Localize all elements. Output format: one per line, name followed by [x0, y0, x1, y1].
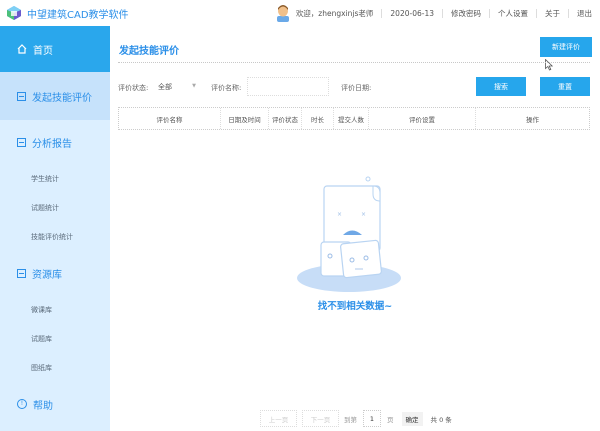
column-header: 时长: [302, 108, 334, 129]
sidebar-item-question-library[interactable]: 试题库: [31, 334, 52, 343]
empty-state-message: 找不到相关数据~: [317, 301, 393, 312]
divider: [489, 8, 490, 18]
reset-button[interactable]: 重置: [540, 77, 590, 96]
search-button[interactable]: 搜索: [476, 77, 526, 96]
sidebar-section-resources[interactable]: 资源库: [0, 251, 110, 295]
sidebar-section-report[interactable]: 分析报告: [0, 120, 110, 164]
current-date: 2020-06-13: [390, 8, 434, 18]
column-header: 评价设置: [369, 108, 476, 129]
pagination: 上一页 下一页 到第 1 页 确定 共 0 条: [260, 410, 452, 427]
new-evaluation-button[interactable]: 新建评价: [540, 37, 592, 57]
divider: [118, 62, 590, 63]
evaluation-table-header: 评价名称 日期及时间 评价状态 时长 提交人数 评价设置 操作: [118, 107, 590, 130]
total-count: 共 0 条: [430, 415, 452, 424]
status-filter-label: 评价状态:: [118, 84, 149, 92]
mouse-cursor-icon: [545, 59, 553, 71]
report-icon: [17, 137, 26, 147]
empty-state-illustration: × ×: [297, 176, 401, 292]
document-icon: [17, 91, 26, 101]
column-header: 提交人数: [334, 108, 369, 129]
library-icon: [17, 268, 26, 278]
sidebar-item-start-evaluation[interactable]: 发起技能评价: [0, 72, 110, 120]
avatar[interactable]: [276, 4, 290, 22]
logout-link[interactable]: 退出: [577, 8, 592, 18]
status-select-value: 全部: [158, 83, 172, 91]
change-password-link[interactable]: 修改密码: [451, 8, 481, 18]
personal-settings-link[interactable]: 个人设置: [498, 8, 528, 18]
logo-icon: [7, 6, 21, 20]
sidebar-item-label: 首页: [33, 45, 53, 57]
help-icon: !: [17, 399, 27, 409]
sidebar: 首页 发起技能评价 分析报告 学生统计 试题统计 技能评价统计 资源库 微课库 …: [0, 26, 110, 431]
date-input[interactable]: [375, 77, 463, 96]
page-number-input[interactable]: 1: [363, 410, 381, 427]
sidebar-item-label: 帮助: [33, 400, 53, 412]
name-input[interactable]: [247, 77, 329, 96]
sidebar-item-microcourse-library[interactable]: 微课库: [31, 305, 52, 314]
next-page-button[interactable]: 下一页: [302, 410, 339, 427]
sidebar-item-student-stats[interactable]: 学生统计: [31, 174, 59, 183]
status-select[interactable]: 全部 ▼: [154, 79, 198, 95]
sidebar-item-skill-stats[interactable]: 技能评价统计: [31, 232, 73, 241]
sidebar-item-question-stats[interactable]: 试题统计: [31, 203, 59, 212]
logo: 中望建筑CAD教学软件: [6, 5, 129, 21]
sidebar-item-label: 发起技能评价: [32, 92, 92, 104]
main-content: 发起技能评价 新建评价 评价状态: 全部 ▼ 评价名称: 评价日期: 搜索 重置…: [110, 26, 600, 431]
divider: [536, 8, 537, 18]
page-suffix: 页: [387, 415, 394, 424]
sidebar-item-help[interactable]: ! 帮助: [0, 382, 110, 426]
date-filter-label: 评价日期:: [341, 84, 372, 92]
page-title: 发起技能评价: [119, 46, 179, 57]
svg-text:×: ×: [337, 211, 342, 218]
home-icon: [17, 44, 27, 54]
sidebar-item-label: 分析报告: [32, 138, 72, 150]
column-header: 评价状态: [269, 108, 302, 129]
goto-label: 到第: [344, 415, 357, 424]
column-header: 日期及时间: [221, 108, 269, 129]
app-title: 中望建筑CAD教学软件: [27, 9, 129, 21]
user-menu: 欢迎，zhengxinjs老师 2020-06-13 修改密码 个人设置 关于 …: [276, 0, 600, 26]
sidebar-item-label: 资源库: [32, 269, 62, 281]
top-bar: 中望建筑CAD教学软件 欢迎，zhengxinjs老师 2020-06-13 修…: [0, 0, 600, 26]
sidebar-item-drawing-library[interactable]: 图纸库: [31, 363, 52, 372]
divider: [442, 8, 443, 18]
about-link[interactable]: 关于: [545, 8, 560, 18]
sidebar-item-home[interactable]: 首页: [0, 26, 110, 72]
column-header: 操作: [526, 115, 539, 124]
svg-text:×: ×: [361, 211, 366, 218]
chevron-down-icon: ▼: [192, 83, 196, 89]
name-filter-label: 评价名称:: [211, 84, 242, 92]
divider: [568, 8, 569, 18]
confirm-page-button[interactable]: 确定: [401, 411, 423, 426]
prev-page-button[interactable]: 上一页: [260, 410, 297, 427]
welcome-text: 欢迎，zhengxinjs老师: [295, 8, 374, 18]
column-header: 评价名称: [119, 108, 221, 129]
divider: [381, 8, 383, 18]
